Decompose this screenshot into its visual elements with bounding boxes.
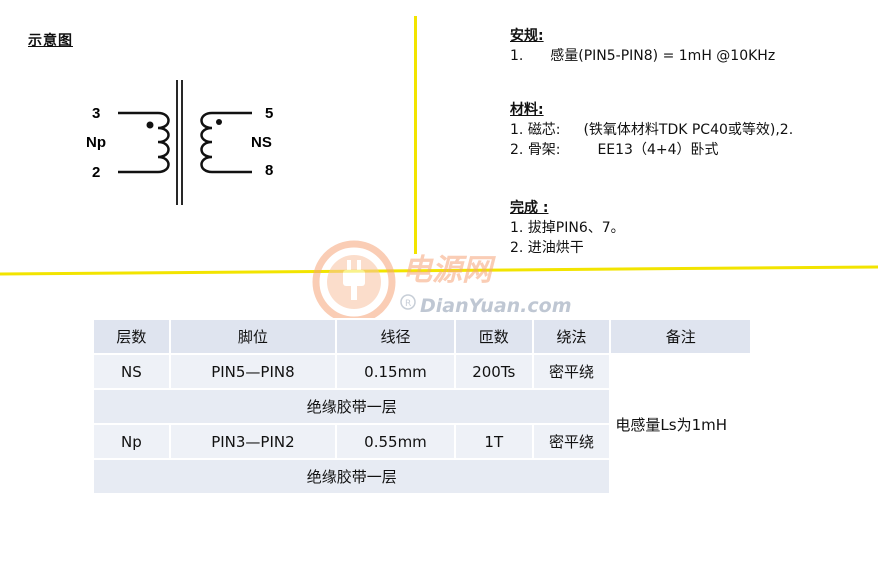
schematic-title: 示意图 [28, 33, 73, 49]
registered-mark-icon: R [405, 299, 411, 309]
vertical-divider [414, 16, 417, 254]
header-layer: 层数 [92, 318, 171, 355]
material-item-label: 骨架: [527, 142, 561, 158]
finish-item: 2. 进油烘干 [510, 240, 584, 256]
material-item-label: 磁芯: [527, 122, 561, 138]
cell-wire: 0.55mm [335, 423, 456, 460]
cell-remark: 电感量Ls为1mH [609, 353, 752, 495]
material-item-text: (铁氧体材料TDK PC40或等效),2. [583, 122, 794, 138]
table-row: 绝缘胶带一层 [91, 388, 751, 425]
cell-method: 密平绕 [531, 353, 612, 390]
safety-section: 安规: 1. 感量(PIN5-PIN8) = 1mH @10KHz [510, 26, 775, 66]
safety-item-text: 感量(PIN5-PIN8) = 1mH @10KHz [550, 48, 776, 64]
cell-method: 密平绕 [531, 423, 612, 460]
cell-pins: PIN3—PIN2 [168, 423, 338, 460]
header-method: 绕法 [531, 318, 612, 355]
transformer-diagram: 3 Np 2 5 NS 8 [86, 80, 273, 205]
dianyuan-watermark-logo: 电源网 R DianYuan.com [312, 240, 572, 323]
cell-turns: 200Ts [453, 353, 534, 390]
material-item-bobbin: 2. 骨架: EE13（4+4）卧式 [510, 140, 793, 160]
material-item-core: 1. 磁芯: (铁氧体材料TDK PC40或等效),2. [510, 120, 793, 140]
table-row: Np PIN3—PIN2 0.55mm 1T 密平绕 [92, 423, 751, 460]
secondary-polarity-dot [216, 119, 222, 125]
table-row: 绝缘胶带一层 [91, 458, 751, 495]
pin-8-label: 8 [265, 162, 273, 179]
material-section: 材料: 1. 磁芯: (铁氧体材料TDK PC40或等效),2. 2. 骨架: … [510, 100, 793, 160]
winding-spec-table: 层数 脚位 线径 匝数 绕法 备注 NS PIN5—PIN8 0.15mm 20… [91, 318, 752, 495]
cell-pins: PIN5—PIN8 [168, 353, 338, 390]
cell-layer: Np [92, 423, 171, 460]
safety-heading: 安规: [510, 28, 544, 44]
safety-item-num: 1. [510, 48, 524, 64]
secondary-coil [200, 111, 213, 174]
header-wire: 线径 [335, 318, 456, 355]
finish-heading: 完成 : [510, 200, 549, 216]
pin-2-label: 2 [92, 164, 100, 181]
watermark-cn: 电源网 [402, 253, 496, 288]
cell-wire: 0.15mm [335, 353, 456, 390]
table-row: NS PIN5—PIN8 0.15mm 200Ts 密平绕 电感量Ls为1mH [92, 353, 752, 495]
primary-polarity-dot [146, 121, 154, 129]
plug-icon [343, 260, 365, 300]
cell-insulation: 绝缘胶带一层 [91, 388, 612, 425]
primary-coil [157, 111, 170, 174]
material-item-num: 2. [510, 142, 524, 158]
pin-3-label: 3 [92, 105, 100, 122]
header-turns: 匝数 [453, 318, 534, 355]
finish-section: 完成 : 1. 拔掉PIN6、7。 2. 进油烘干 [510, 198, 625, 258]
pin-5-label: 5 [265, 105, 273, 122]
material-item-text: EE13（4+4）卧式 [597, 142, 719, 158]
secondary-winding-label: NS [251, 134, 272, 151]
table-header-row: 层数 脚位 线径 匝数 绕法 备注 [92, 318, 752, 355]
cell-insulation: 绝缘胶带一层 [91, 458, 612, 495]
finish-item: 1. 拔掉PIN6、7。 [510, 220, 625, 236]
material-heading: 材料: [510, 102, 544, 118]
watermark-en: DianYuan.com [420, 295, 572, 317]
header-remark: 备注 [609, 318, 752, 355]
horizontal-divider [0, 265, 878, 276]
safety-item: 1. 感量(PIN5-PIN8) = 1mH @10KHz [510, 46, 775, 66]
cell-layer: NS [92, 353, 171, 390]
cell-turns: 1T [453, 423, 534, 460]
material-item-num: 1. [510, 122, 524, 138]
primary-winding-label: Np [86, 134, 106, 151]
header-pins: 脚位 [168, 318, 338, 355]
